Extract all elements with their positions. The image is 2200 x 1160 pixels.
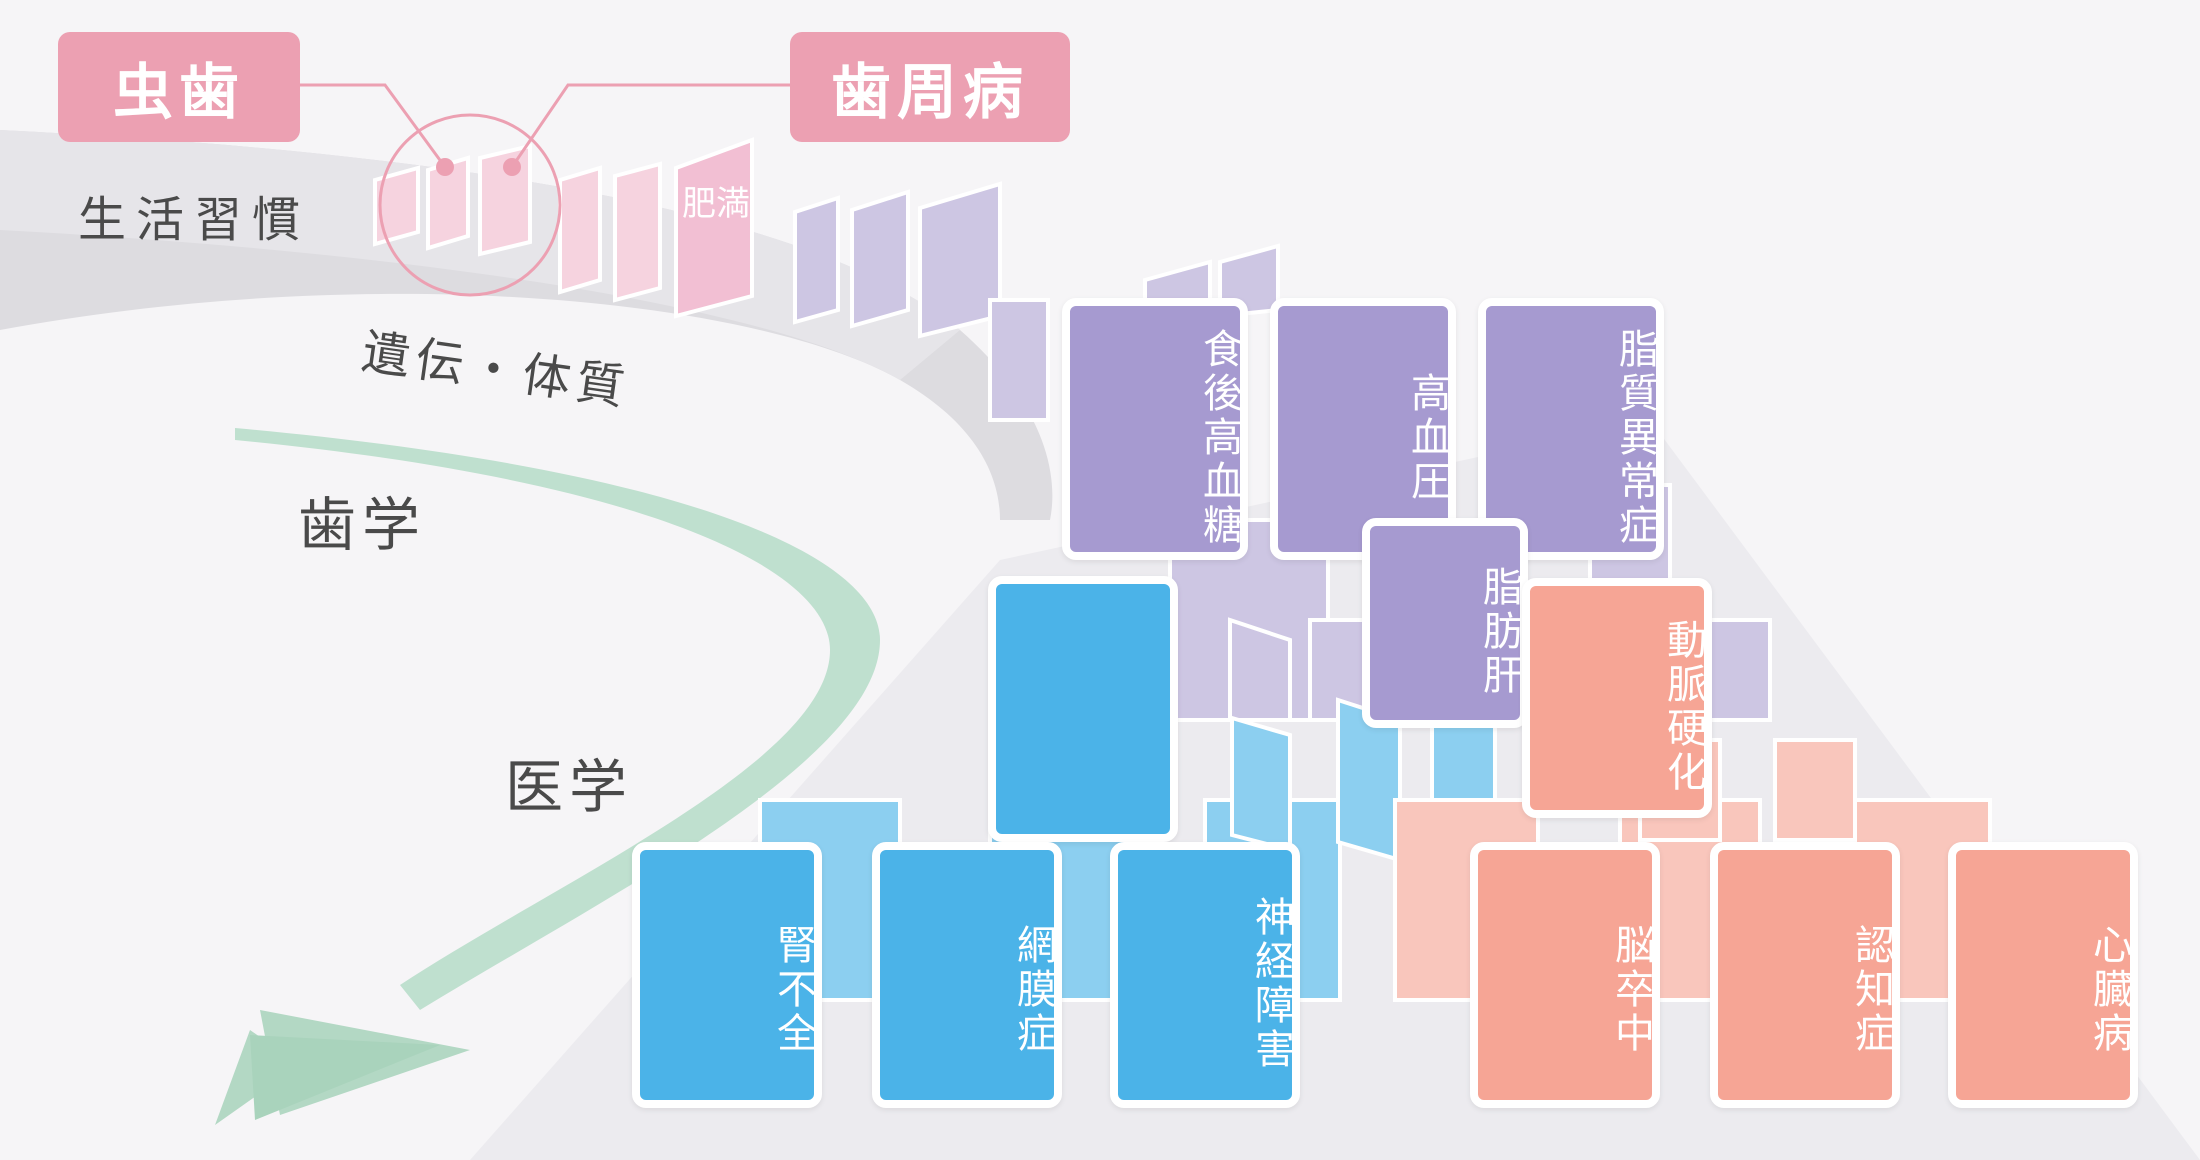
green-arrow-body: [235, 428, 880, 1010]
perio-dot: [503, 158, 521, 176]
caries-connector: [300, 83, 447, 168]
periodontal-disease-label: 歯周病: [790, 32, 1070, 142]
card-arteriosclerosis: 動脈硬化: [1522, 578, 1712, 818]
obesity-panel: [674, 137, 754, 319]
zoom-circle: [378, 113, 562, 297]
card-label: 心臓病: [2086, 924, 2132, 1056]
card-fatty-liver: 脂肪肝: [1362, 518, 1528, 728]
pink-panels: [373, 143, 662, 303]
caries-dot: [436, 158, 454, 176]
card-label: 動脈硬化: [1660, 619, 1706, 795]
card-retinopathy: 網膜症: [872, 842, 1062, 1108]
card-label: 高血圧: [1404, 372, 1450, 504]
card-label: 脳卒中: [1608, 924, 1654, 1056]
card-label: 脂肪肝: [1476, 566, 1522, 698]
card-dementia: 認知症: [1710, 842, 1900, 1108]
medicine-label: 医学: [505, 753, 634, 821]
dentistry-label: 歯学: [298, 491, 427, 559]
card-label: 脂質異常症: [1612, 328, 1658, 548]
card-label: 神経障害: [1248, 896, 1294, 1072]
blue-block: [988, 576, 1178, 842]
lifestyle-label: 生活習慣: [78, 192, 311, 248]
perio-connector: [510, 83, 790, 168]
card-renal-failure: 腎不全: [632, 842, 822, 1108]
card-dyslipidemia: 脂質異常症: [1478, 298, 1664, 560]
card-stroke: 脳卒中: [1470, 842, 1660, 1108]
card-label: 腎不全: [770, 924, 816, 1056]
card-neuropathy: 神経障害: [1110, 842, 1300, 1108]
obesity-label-top: 肥満: [682, 184, 750, 224]
card-postprandial-hyperglycemia: 食後高血糖: [1062, 298, 1248, 560]
card-label: 認知症: [1848, 924, 1894, 1056]
card-label: 網膜症: [1010, 924, 1056, 1056]
card-label: 食後高血糖: [1196, 328, 1242, 548]
caries-label: 虫歯: [58, 32, 300, 142]
card-heart-disease: 心臓病: [1948, 842, 2138, 1108]
